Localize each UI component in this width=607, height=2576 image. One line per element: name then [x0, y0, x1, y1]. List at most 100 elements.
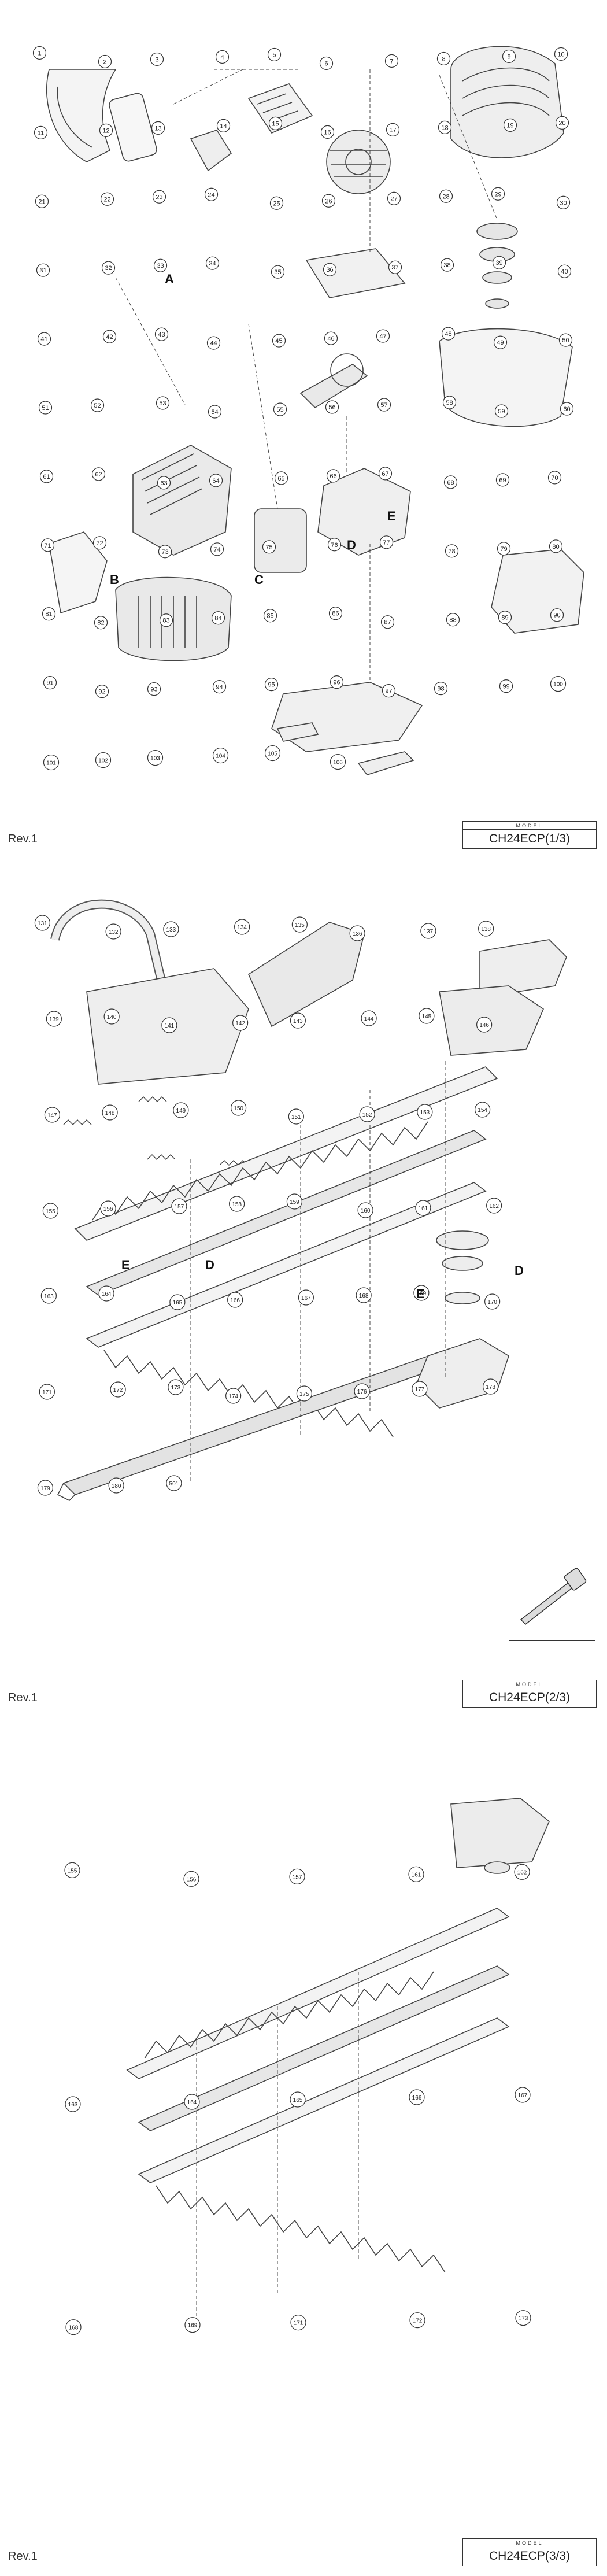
callout-number: 60	[563, 406, 570, 413]
part-callout-103: 103	[147, 749, 164, 766]
callout-circle	[152, 190, 166, 204]
callout-number: 57	[380, 402, 387, 409]
callout-circle	[159, 613, 173, 627]
callout-circle	[212, 747, 229, 764]
callout-circle	[558, 333, 573, 347]
callout-number: 145	[422, 1014, 432, 1020]
callout-number: 28	[442, 193, 449, 200]
callout-circle	[169, 1294, 186, 1310]
part-callout-136: 136	[349, 925, 365, 941]
part-callout-83: 83	[159, 613, 173, 627]
callout-number: 152	[362, 1112, 372, 1118]
callout-number: 179	[40, 1485, 50, 1492]
callout-number: 74	[213, 546, 220, 553]
part-callout-76: 76	[327, 538, 342, 552]
callout-number: 157	[175, 1204, 184, 1210]
part-callout-152: 152	[359, 1106, 375, 1122]
part-callout-28: 28	[439, 189, 453, 203]
callout-number: 14	[220, 123, 227, 130]
part-callout-85: 85	[263, 609, 277, 623]
callout-circle	[216, 119, 231, 132]
part-callout-41: 41	[37, 332, 51, 346]
callout-circle	[498, 611, 512, 624]
callout-circle	[212, 680, 227, 694]
callout-number: 141	[165, 1023, 175, 1029]
part-callout-156: 156	[100, 1200, 116, 1217]
part-callout-82: 82	[94, 616, 108, 630]
part-callout-20: 20	[555, 116, 569, 130]
section-letter-D: D	[347, 538, 356, 552]
callout-number: 18	[441, 124, 448, 131]
part-callout-167: 167	[515, 2087, 531, 2103]
callout-number: 80	[552, 544, 559, 550]
callout-circle	[320, 125, 335, 139]
callout-number: 44	[210, 340, 217, 347]
part-callout-37: 37	[388, 260, 402, 274]
callout-circle	[434, 682, 448, 696]
callout-number: 73	[161, 549, 168, 556]
callout-circle	[556, 195, 571, 209]
part-callout-86: 86	[328, 607, 343, 620]
part-callout-84: 84	[211, 611, 225, 625]
callout-number: 51	[42, 405, 49, 412]
part-callout-26: 26	[321, 194, 336, 208]
callout-number: 92	[98, 689, 105, 696]
part-callout-30: 30	[556, 195, 571, 209]
callout-number: 136	[353, 931, 362, 937]
callout-circle	[475, 1102, 491, 1118]
callout-number: 68	[447, 479, 454, 486]
callout-circle	[208, 405, 222, 419]
callout-number: 26	[325, 198, 332, 205]
part-callout-1: 1	[32, 46, 47, 60]
callout-number: 102	[98, 758, 108, 764]
callout-circle	[232, 1015, 249, 1031]
part-callout-172: 172	[409, 2312, 425, 2329]
callout-number: 159	[290, 1199, 299, 1206]
part-callout-9: 9	[502, 49, 516, 64]
callout-circle	[262, 540, 276, 554]
callout-circle	[413, 1285, 430, 1301]
callout-circle	[321, 194, 336, 208]
callout-number: 59	[498, 408, 505, 415]
callout-circle	[549, 539, 563, 553]
callout-circle	[550, 676, 567, 692]
part-callout-161: 161	[408, 1866, 424, 1882]
callout-number: 30	[560, 199, 567, 206]
callout-circle	[550, 608, 564, 622]
part-callout-95: 95	[264, 678, 279, 692]
callout-circle	[557, 264, 572, 278]
part-callout-61: 61	[39, 470, 54, 483]
part-callout-151: 151	[288, 1108, 304, 1125]
callout-number: 46	[327, 335, 334, 342]
callout-number: 70	[551, 475, 558, 482]
part-callout-48: 48	[441, 327, 456, 341]
callout-number: 31	[39, 267, 46, 274]
part-callout-25: 25	[269, 196, 284, 210]
part-callout-32: 32	[101, 261, 116, 275]
callout-circle	[494, 404, 509, 418]
callout-number: 87	[384, 619, 391, 626]
callout-circle	[555, 116, 569, 130]
part-callout-101: 101	[43, 754, 60, 771]
part-callout-171: 171	[39, 1384, 55, 1400]
callout-number: 48	[445, 331, 451, 338]
part-callout-17: 17	[386, 123, 400, 136]
callout-number: 166	[230, 1298, 240, 1304]
callout-number: 20	[558, 120, 565, 127]
part-callout-166: 166	[409, 2089, 425, 2105]
callout-number: 97	[385, 688, 392, 695]
callout-circle	[102, 330, 117, 343]
callout-circle	[376, 329, 390, 343]
callout-circle	[291, 916, 308, 933]
callout-circle	[492, 256, 506, 269]
callout-number: 64	[212, 478, 219, 485]
part-callout-40: 40	[557, 264, 572, 278]
part-callout-165: 165	[169, 1294, 186, 1310]
callout-number: 41	[40, 336, 47, 343]
callout-number: 88	[449, 617, 456, 624]
part-callout-106: 106	[330, 753, 346, 770]
part-callout-51: 51	[38, 401, 53, 415]
callout-number: 84	[214, 615, 221, 622]
part-callout-90: 90	[550, 608, 564, 622]
